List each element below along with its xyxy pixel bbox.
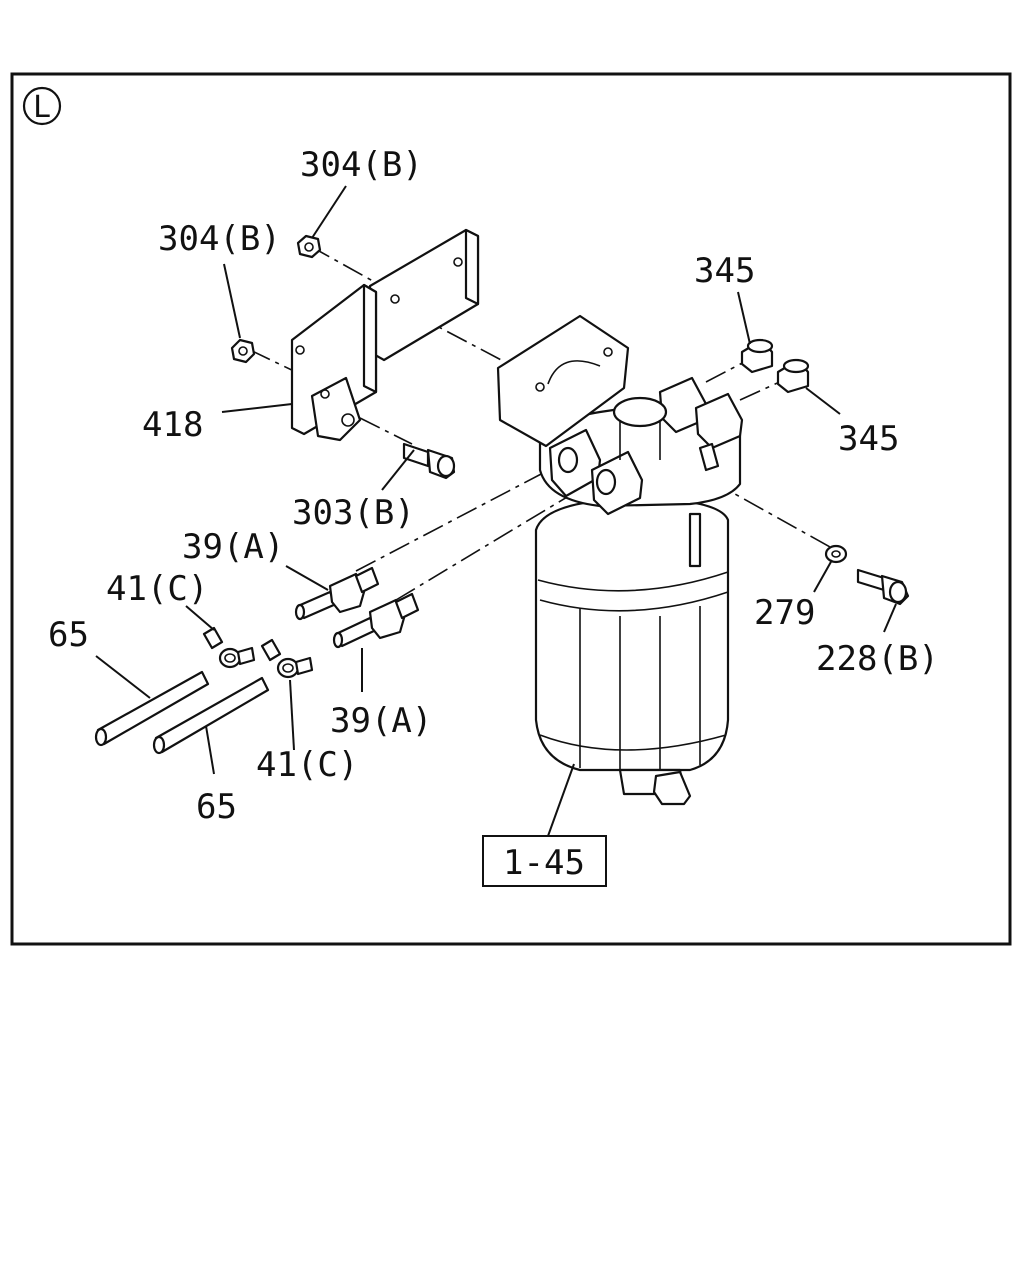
reference-box: 1-45 [482,835,607,887]
cap-345-right [776,358,810,394]
callout-65-top: 65 [48,615,89,655]
filter-assembly [496,314,744,806]
nut-304b-top [296,234,322,259]
diagram-frame [10,72,1012,946]
hose-65-top [94,670,210,747]
fitting-39a-bottom [332,592,420,649]
nut-304b-left [230,338,256,364]
callout-labels: 304(B) 304(B) 418 303(B) 345 345 39(A) 3… [48,145,939,827]
section-marker-letter: L [33,90,51,125]
washer-279 [824,544,848,564]
reference-box-label: 1-45 [503,843,585,883]
hose-65-bottom [152,676,270,755]
clamp-41c-bottom [260,638,314,679]
bolt-228b [856,568,910,606]
callout-345-right: 345 [838,419,899,459]
callout-41c-top: 41(C) [106,569,208,609]
callout-303b: 303(B) [292,493,415,533]
callout-39a-top: 39(A) [182,527,284,567]
section-marker: L [22,86,62,126]
callout-304b-left: 304(B) [158,219,281,259]
callout-304b-top: 304(B) [300,145,423,185]
callout-65-bottom: 65 [196,787,237,827]
cap-345-top [740,338,774,374]
leader-lines [95,185,897,837]
callout-228b: 228(B) [816,639,939,679]
callout-418: 418 [142,405,203,445]
callout-39a-bottom: 39(A) [330,701,432,741]
bolt-303b [402,442,456,480]
fitting-39a-top [294,566,380,621]
callout-345-top: 345 [694,251,755,291]
bracket-418 [290,228,480,442]
callout-279: 279 [754,593,815,633]
callout-41c-bottom: 41(C) [256,745,358,785]
clamp-41c-top [202,626,256,669]
